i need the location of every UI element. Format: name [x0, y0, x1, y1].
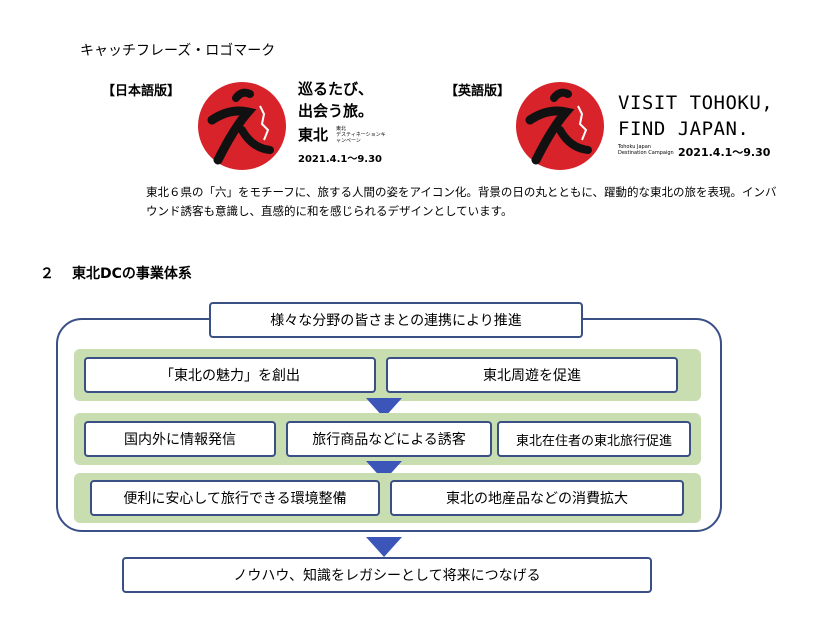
- row3-box-2: 東北の地産品などの消費拡大: [390, 480, 684, 516]
- brush-stroke: [525, 106, 575, 165]
- logo-en-line2: FIND JAPAN.: [618, 118, 750, 140]
- logo-en-small: Tohoku Japan Destination Campaign: [618, 144, 674, 156]
- logo-en-mark: [516, 82, 604, 170]
- logo-jp-dates: 2021.4.1～9.30: [298, 154, 383, 165]
- brush-stroke: [556, 126, 592, 154]
- row2-box-3: 東北在住者の東北旅行促進: [497, 421, 691, 457]
- down-arrow-3: [366, 537, 402, 557]
- logo-jp-line2: 出会う旅。: [298, 102, 374, 120]
- logo-en-dates: 2021.4.1～9.30: [678, 146, 771, 159]
- logo-en-small1: Tohoku Japan: [618, 144, 651, 150]
- logo-jp: 巡るたび、 出会う旅。 東北 東北 デスティネーションキャンペーン 2021.4…: [190, 68, 390, 178]
- brush-stroke: [207, 106, 257, 165]
- logo-en-line1: VISIT TOHOKU,: [618, 92, 774, 114]
- row3-box-1: 便利に安心して旅行できる環境整備: [90, 480, 380, 516]
- logo-jp-small2: デスティネーションキャンペーン: [336, 132, 386, 144]
- page-heading: キャッチフレーズ・ロゴマーク: [80, 43, 276, 59]
- logo-jp-label: 【日本語版】: [102, 84, 181, 99]
- logo-en-small2: Destination Campaign: [618, 150, 674, 156]
- section-number: ２: [40, 266, 54, 282]
- row2-box-1: 国内外に情報発信: [84, 421, 276, 457]
- logo-jp-small1: 東北: [336, 126, 347, 132]
- map-outline: [577, 105, 588, 141]
- brush-stroke: [550, 88, 572, 102]
- section-title: 東北DCの事業体系: [72, 266, 192, 282]
- top-box: 様々な分野の皆さまとの連携により推進: [209, 302, 583, 338]
- logo-jp-brand: 東北: [298, 126, 329, 144]
- row1-box-1: 「東北の魅力」を創出: [84, 357, 376, 393]
- logo-description: 東北６県の「六」をモチーフに、旅する人間の姿をアイコン化。背景の日の丸とともに、…: [146, 185, 777, 218]
- logo-en: VISIT TOHOKU, FIND JAPAN. Tohoku Japan D…: [508, 68, 798, 178]
- row1-box-2: 東北周遊を促進: [386, 357, 678, 393]
- logo-jp-small: 東北 デスティネーションキャンペーン: [336, 126, 386, 144]
- row2-box-2: 旅行商品などによる誘客: [286, 421, 492, 457]
- logo-jp-line1: 巡るたび、: [298, 80, 374, 98]
- logo-en-label: 【英語版】: [445, 84, 511, 99]
- brush-stroke: [238, 126, 274, 154]
- map-outline: [259, 105, 270, 141]
- logo-jp-mark: [198, 82, 286, 170]
- bottom-box: ノウハウ、知識をレガシーとして将来につなげる: [122, 557, 652, 593]
- brush-stroke: [232, 88, 254, 102]
